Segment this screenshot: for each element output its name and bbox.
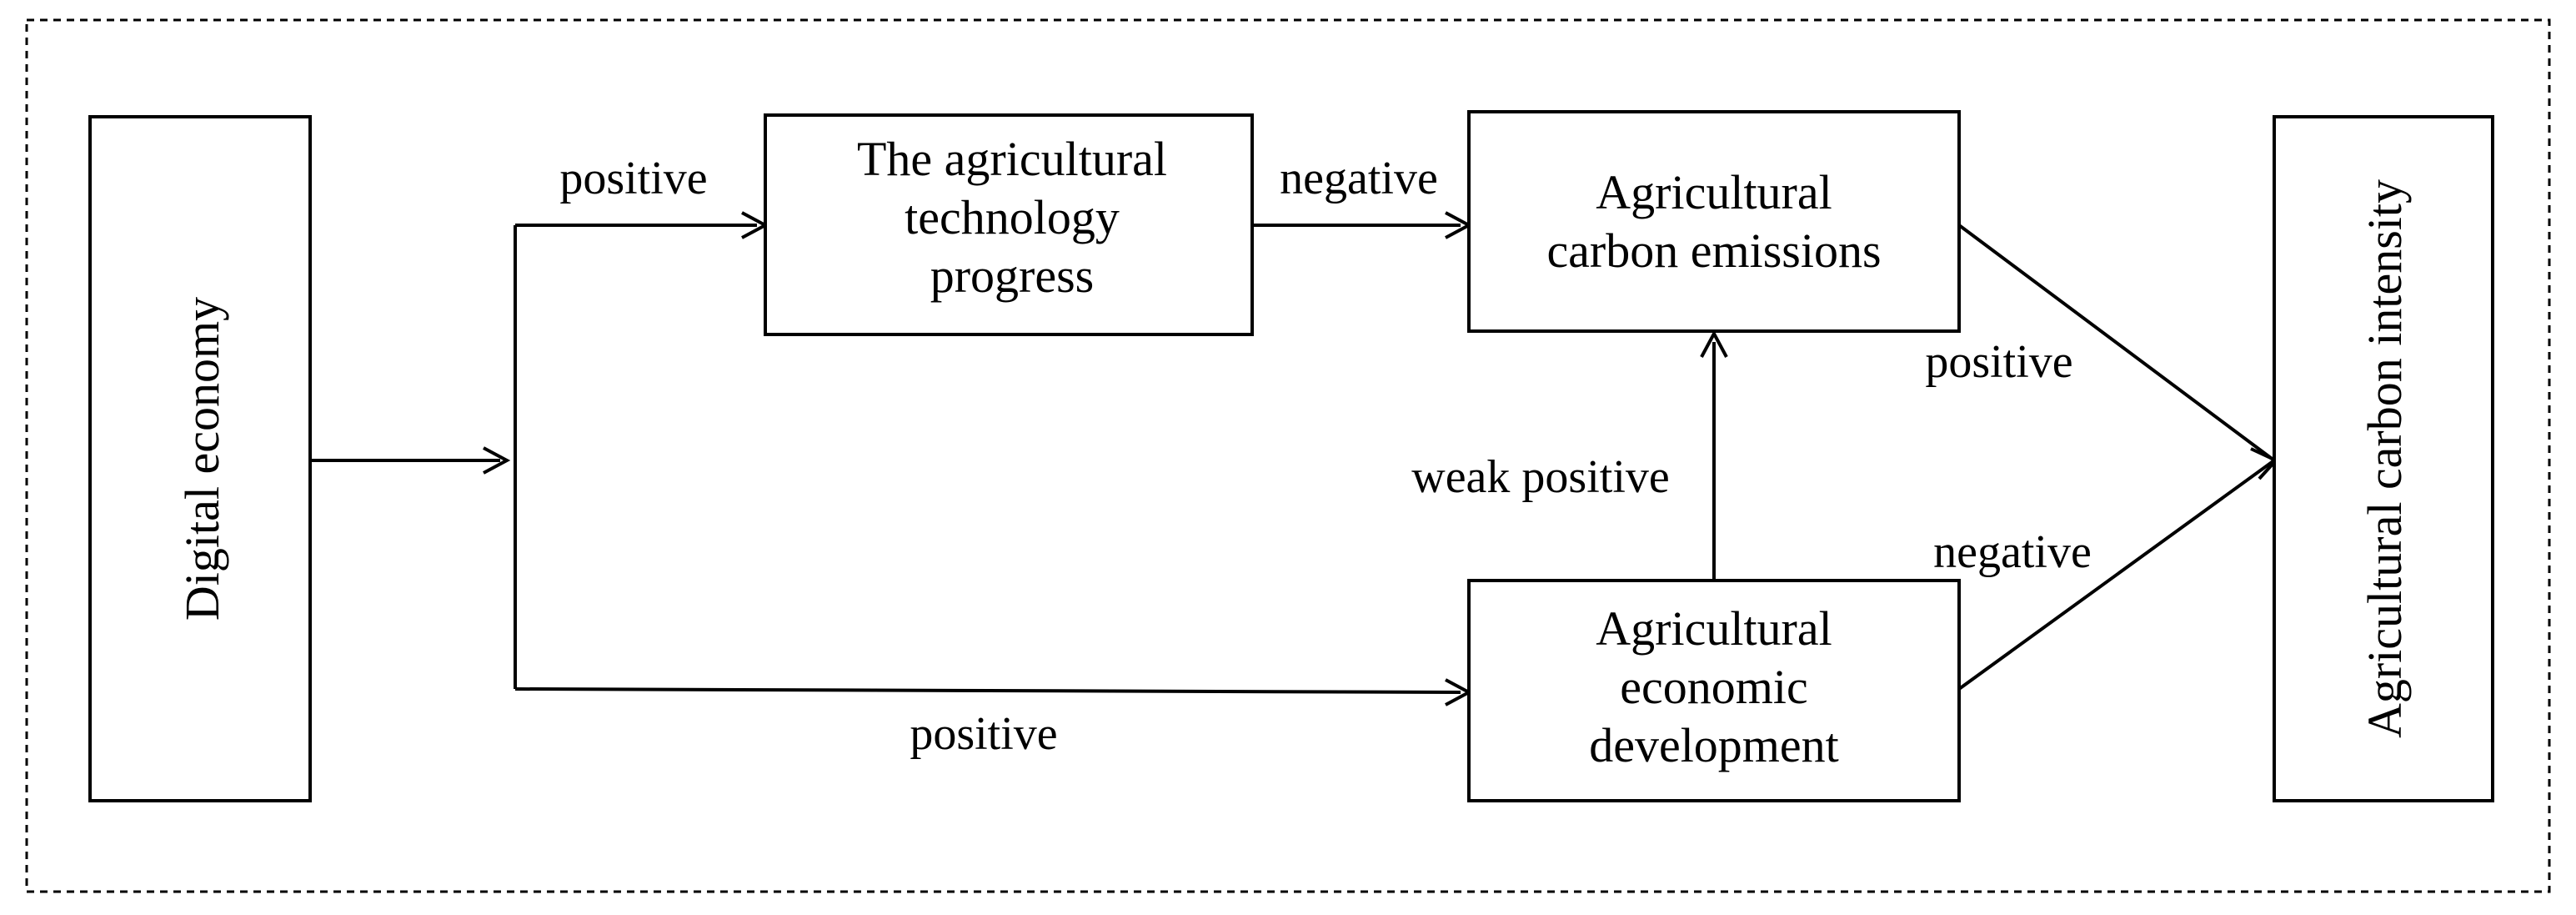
- economic-development-line-2: economic: [1620, 660, 1807, 714]
- tech-progress-line-3: progress: [930, 249, 1095, 303]
- edge-digital-to-econ: [514, 687, 1461, 694]
- economic-development-line-3: development: [1589, 718, 1839, 772]
- carbon-emissions-line-1: Agricultural: [1596, 165, 1832, 219]
- arrowhead-emissions-up: [1700, 329, 1728, 358]
- node-carbon-intensity: [2273, 115, 2494, 802]
- arrowhead-branch: [483, 446, 511, 475]
- tech-progress-line-2: technology: [905, 190, 1120, 244]
- digital-economy-label: Digital economy: [175, 297, 229, 621]
- economic-development-line-1: Agricultural: [1596, 601, 1832, 656]
- edge-label-econ-to-emissions: weak positive: [1411, 451, 1669, 503]
- carbon-emissions-line-2: carbon emissions: [1546, 224, 1881, 278]
- edge-econ-to-intensity: [1957, 459, 2276, 691]
- edge-label-tech-to-emissions: negative: [1280, 153, 1438, 204]
- tech-progress-line-1: The agricultural: [857, 132, 1167, 186]
- node-economic-development: [1467, 579, 1961, 802]
- edge-label-digital-to-econ: positive: [910, 708, 1057, 760]
- dashed-frame: [25, 18, 2551, 893]
- edge-emissions-to-intensity: [1957, 224, 2276, 462]
- node-tech-progress: [764, 113, 1254, 336]
- node-digital-economy: [88, 115, 312, 802]
- node-carbon-emissions: [1467, 110, 1961, 333]
- carbon-intensity-label: Agricultural carbon intensity: [2358, 179, 2412, 738]
- edge-label-digital-to-tech: positive: [559, 153, 707, 204]
- edge-label-emissions-to-intensity: positive: [1925, 336, 2072, 388]
- edge-label-econ-to-intensity: negative: [1933, 526, 2092, 578]
